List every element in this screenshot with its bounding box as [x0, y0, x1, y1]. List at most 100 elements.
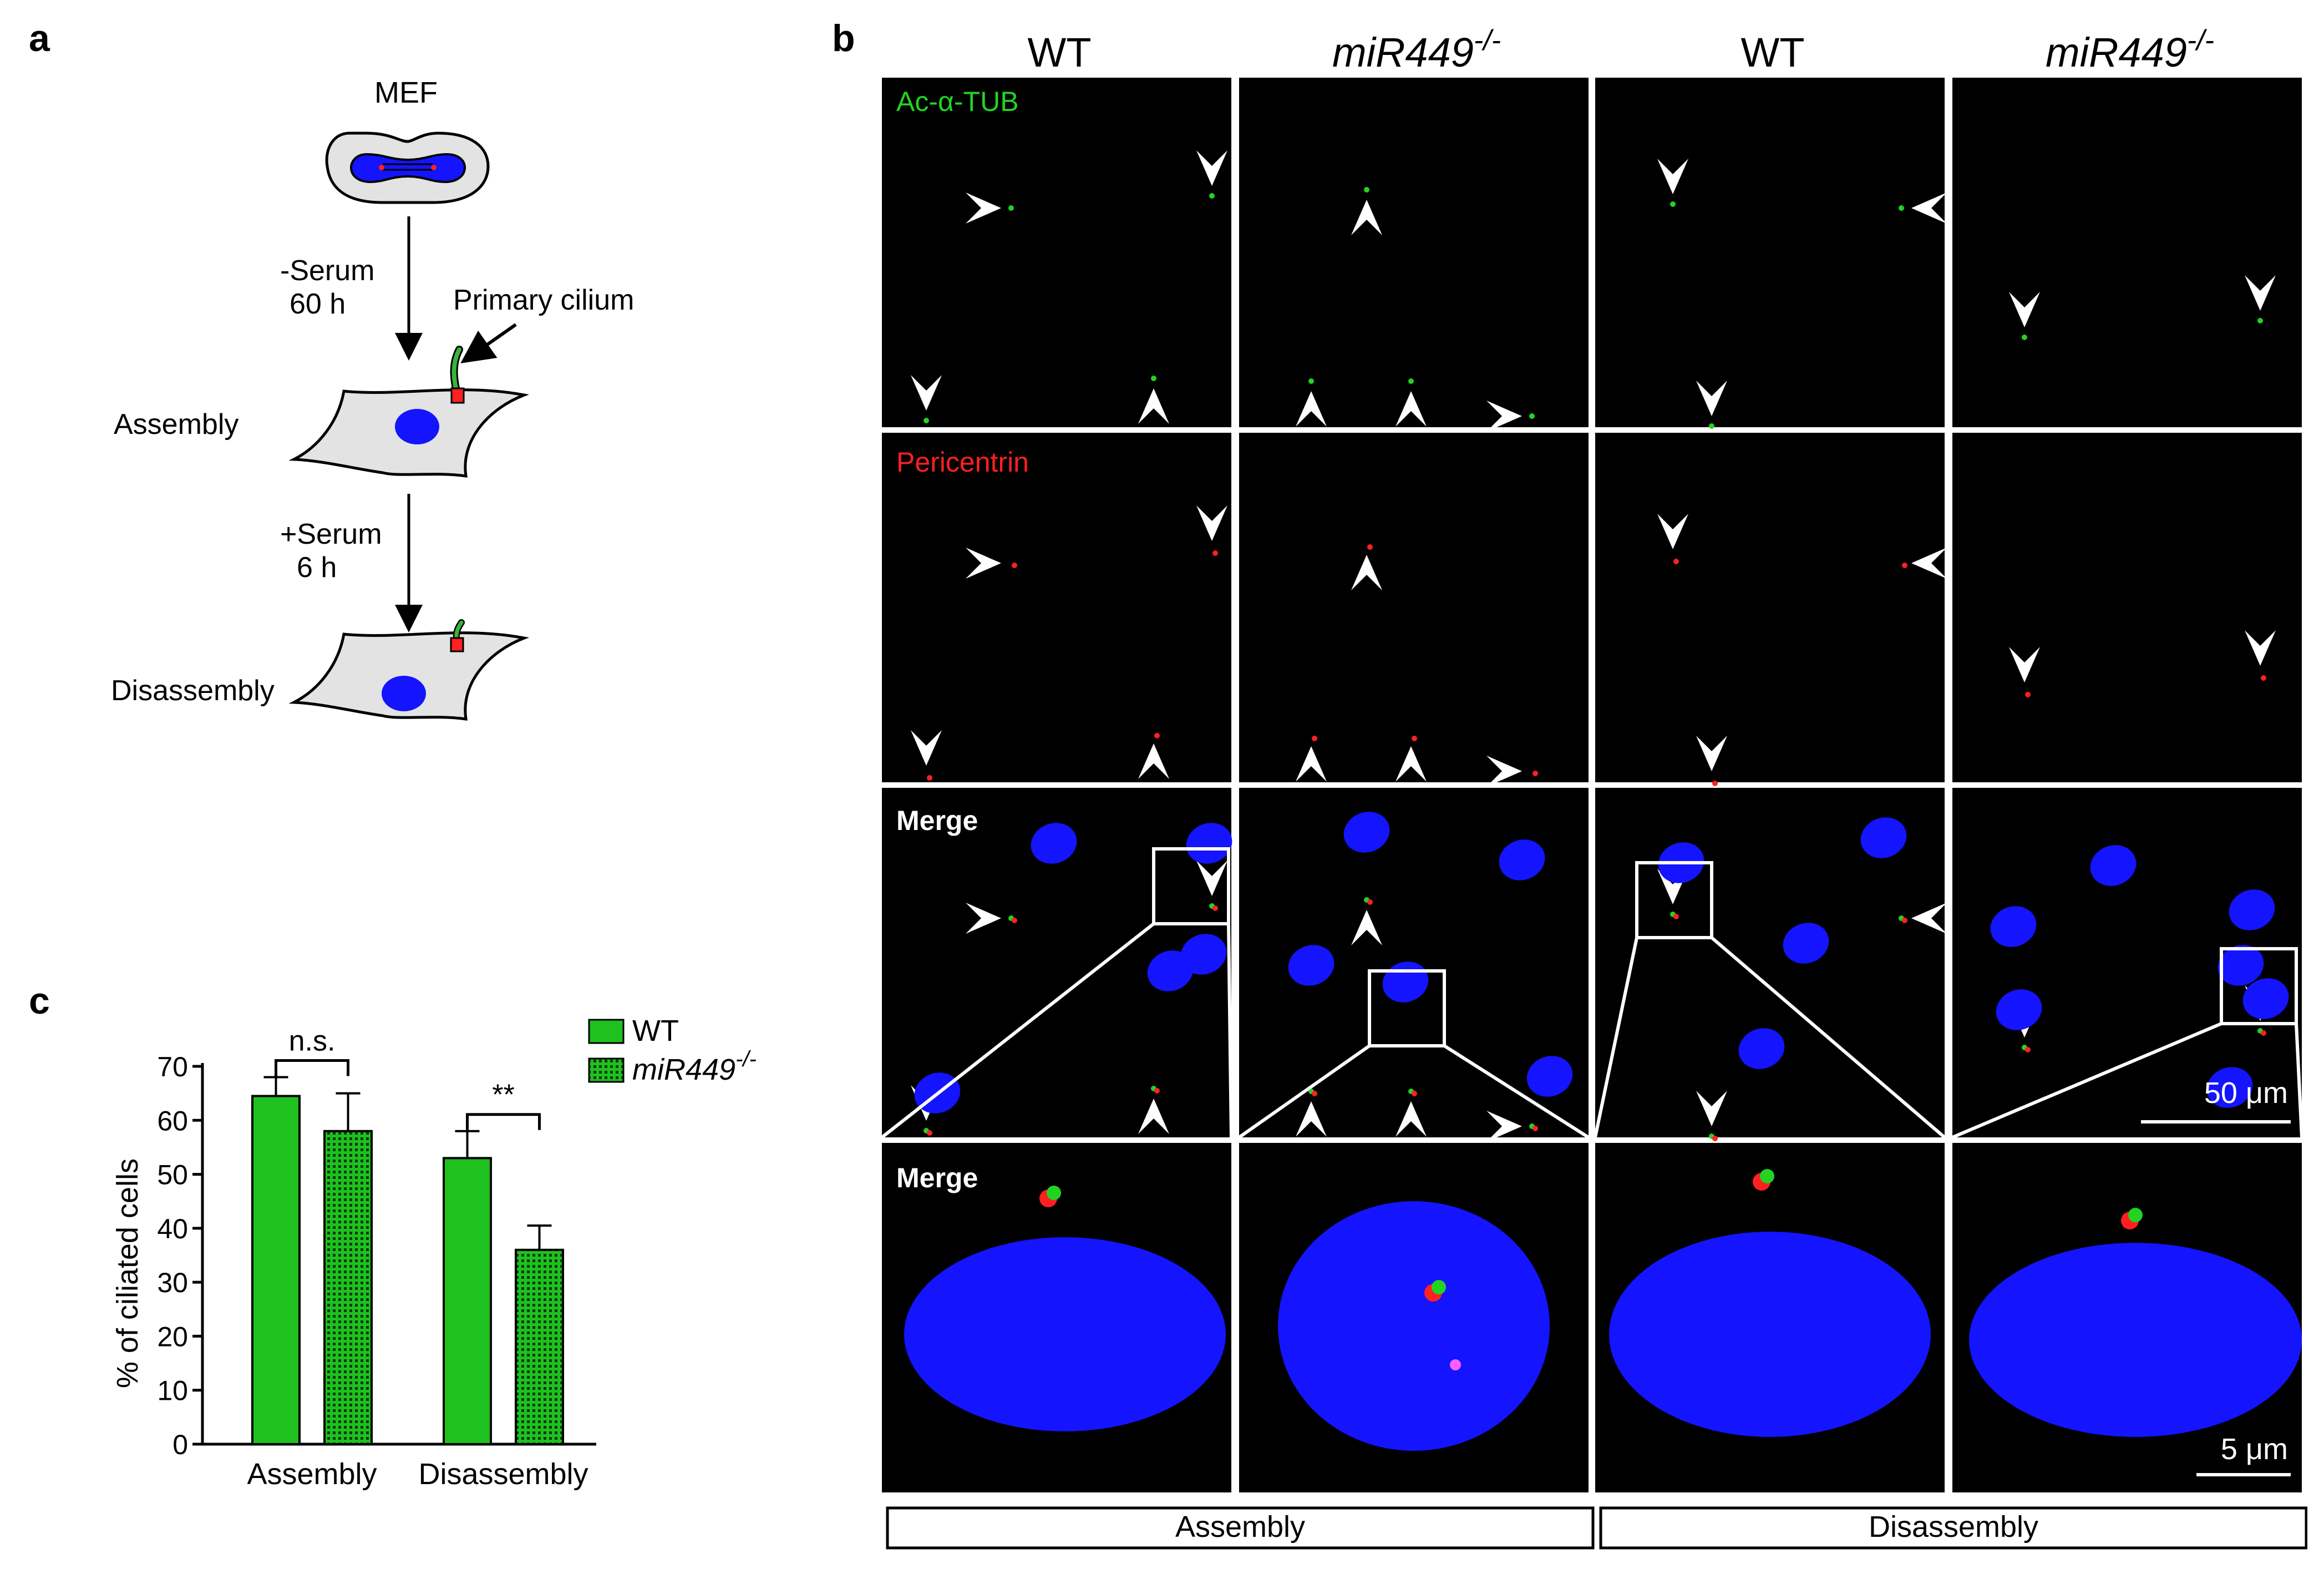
bar-0-0	[251, 1095, 301, 1445]
micrograph-pericentrin-col1	[882, 433, 1231, 782]
micrograph-zoom-col2	[1239, 1143, 1589, 1492]
row-label-merge-zoom: Merge	[896, 1162, 978, 1193]
col-header-3: WT	[1741, 29, 1804, 75]
dividing-cell-icon	[325, 131, 490, 204]
micrograph-actub-col1	[882, 78, 1231, 427]
arrowhead-marker	[1138, 388, 1169, 424]
arrowhead-marker	[1657, 514, 1688, 549]
state-disassembly-label: Disassembly	[111, 675, 275, 707]
micrograph-zoom-col1	[882, 1143, 1231, 1492]
step2-duration: 6 h	[297, 551, 337, 584]
condition-label-disassembly: Disassembly	[1869, 1510, 2038, 1543]
arrowhead-marker	[1396, 391, 1427, 427]
arrowhead-marker	[1196, 861, 1227, 896]
arrowhead-marker	[966, 193, 1001, 224]
y-tick-label: 30	[157, 1267, 188, 1298]
step1-text: -Serum	[280, 255, 374, 287]
ciliated-cells-bar-chart: 010203040506070Assemblyn.s.Disassembly**…	[111, 1014, 757, 1491]
micrograph-zoom-col3	[1595, 1143, 1945, 1492]
step2-text: +Serum	[280, 518, 382, 550]
micrograph-zoom-col4	[1952, 1143, 2302, 1492]
arrowhead-marker	[1911, 903, 1947, 934]
micrograph-grid: WT miR449-/- WT miR449-/- Ac-α-TUB Peric…	[881, 24, 2307, 1550]
significance-bracket	[466, 1113, 541, 1130]
condition-box-disassembly	[1599, 1506, 2307, 1550]
arrowhead-marker	[1138, 743, 1169, 779]
condition-box-assembly	[886, 1506, 1595, 1550]
x-category-label: Assembly	[247, 1457, 377, 1491]
arrowhead-marker	[1396, 1101, 1427, 1137]
arrowhead-marker	[2245, 275, 2276, 311]
arrowhead-marker	[1486, 401, 1522, 432]
arrowhead-marker	[1396, 746, 1427, 782]
schematic-diagram: MEF -Serum 60 h Primary cilium Assembly …	[111, 76, 634, 721]
y-tick-label: 10	[157, 1375, 188, 1406]
micrograph-pericentrin-col3	[1595, 433, 1947, 786]
scalebar-overview-label: 50 μm	[2204, 1076, 2288, 1110]
y-tick-label: 0	[172, 1429, 188, 1460]
arrowhead-marker	[911, 375, 942, 411]
arrowhead-marker	[1696, 736, 1727, 771]
ciliated-cell-icon	[288, 346, 530, 478]
zoom-region-box	[1368, 969, 1446, 1047]
arrowhead-marker	[1296, 391, 1327, 427]
arrowhead-marker	[1351, 555, 1382, 590]
nucleus-zoom	[1609, 1232, 1931, 1437]
arrowhead-marker	[1296, 746, 1327, 782]
disassembling-cell-icon	[288, 619, 530, 721]
arrowhead-marker	[1911, 193, 1947, 224]
x-category-label: Disassembly	[418, 1457, 588, 1491]
zoom-region-box	[1152, 847, 1230, 925]
panel-a-label: a	[29, 17, 50, 59]
step1-duration: 60 h	[290, 288, 346, 320]
legend-label-mir449: miR449-/-	[632, 1047, 757, 1086]
arrowhead-marker	[911, 730, 942, 766]
arrowhead-marker	[1351, 910, 1382, 945]
legend-label-wt: WT	[632, 1014, 679, 1047]
arrowhead-marker	[1486, 1111, 1522, 1142]
col-header-2: miR449-/-	[1332, 24, 1501, 75]
micrograph-merge-col3	[1595, 788, 1947, 1141]
col-header-1: WT	[1027, 29, 1091, 75]
arrowhead-marker	[1486, 756, 1522, 787]
arrowhead-marker	[966, 548, 1001, 579]
panel-b-label: b	[832, 17, 855, 59]
arrowhead-marker	[1657, 159, 1688, 194]
bar-1-1	[515, 1248, 564, 1445]
nucleus-zoom	[1969, 1243, 2302, 1437]
y-tick-label: 20	[157, 1321, 188, 1352]
legend-swatch-wt	[588, 1019, 625, 1044]
scalebar-zoom-label: 5 μm	[2221, 1433, 2288, 1466]
significance-bracket	[275, 1059, 349, 1076]
arrowhead-marker	[1196, 505, 1227, 541]
row-label-pericentrin: Pericentrin	[896, 447, 1029, 478]
arrowhead-marker	[1351, 200, 1382, 235]
arrowhead-marker	[1696, 381, 1727, 416]
row-label-actub: Ac-α-TUB	[896, 86, 1019, 117]
nucleus-zoom	[904, 1237, 1226, 1431]
arrowhead-marker	[1296, 1101, 1327, 1137]
micrograph-actub-col4	[1952, 78, 2302, 427]
arrowhead-marker	[1911, 548, 1947, 579]
micrograph-pericentrin-col2	[1239, 433, 1589, 787]
arrowhead-marker	[966, 903, 1001, 934]
micrograph-merge-col1	[882, 788, 1232, 1137]
arrowhead-marker	[1138, 1099, 1169, 1134]
micrograph-merge-col2	[1239, 788, 1589, 1142]
micrograph-pericentrin-col4	[1952, 433, 2302, 782]
cilium-callout-arrow	[460, 323, 517, 363]
col-header-4: miR449-/-	[2046, 24, 2214, 75]
y-tick-label: 60	[157, 1105, 188, 1136]
y-tick-label: 50	[157, 1160, 188, 1191]
y-tick-label: 70	[157, 1051, 188, 1082]
arrowhead-marker	[2009, 292, 2040, 327]
arrowhead-marker	[2009, 647, 2040, 682]
nucleus-zoom	[1278, 1201, 1550, 1451]
arrowhead-marker	[2245, 630, 2276, 666]
micrograph-actub-col3	[1595, 78, 1947, 429]
legend-swatch-mir449	[588, 1057, 625, 1083]
micrograph-actub-col2	[1239, 78, 1589, 432]
bar-0-1	[323, 1130, 373, 1445]
condition-label-assembly: Assembly	[1175, 1510, 1305, 1543]
zoom-region-box	[1635, 861, 1713, 939]
